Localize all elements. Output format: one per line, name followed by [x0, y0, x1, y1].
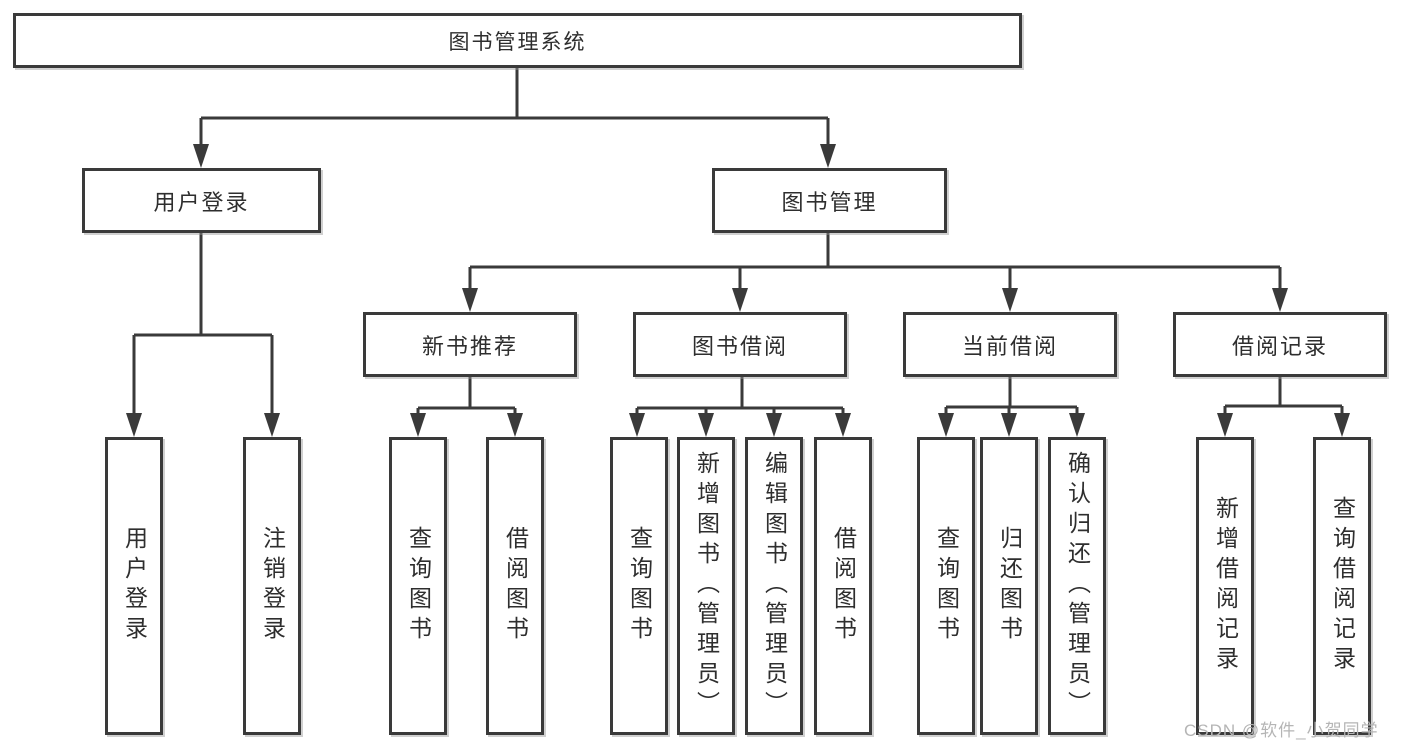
- arrowhead: [732, 288, 748, 312]
- arrowhead: [1334, 413, 1350, 437]
- arrowhead: [835, 413, 851, 437]
- node-label: 编辑图书（管理员）: [761, 451, 788, 721]
- node-label: 借阅记录: [1231, 333, 1328, 359]
- leaf-query-books-current: 查询图书: [917, 437, 975, 735]
- edge-userlogin-to-leaves: [132, 233, 274, 419]
- node-label: 查询借阅记录: [1329, 496, 1356, 676]
- node-user-login: 用户登录: [82, 168, 321, 233]
- node-label: 当前借阅: [961, 333, 1058, 359]
- node-current-borrowing: 当前借阅: [903, 312, 1117, 377]
- arrowhead: [698, 413, 714, 437]
- edge-curborrow-to-leaves: [944, 377, 1079, 419]
- arrowhead: [766, 413, 782, 437]
- node-label: 图书管理: [781, 189, 878, 215]
- node-label: 确认归还（管理员）: [1064, 451, 1091, 721]
- node-label: 借阅图书: [502, 526, 529, 646]
- node-library-management-system: 图书管理系统: [13, 13, 1022, 68]
- node-label: 新增借阅记录: [1212, 496, 1239, 676]
- node-label: 新增图书（管理员）: [693, 451, 720, 721]
- node-borrowing-records: 借阅记录: [1173, 312, 1387, 377]
- node-label: 注销登录: [259, 526, 286, 646]
- node-label: 查询图书: [626, 526, 653, 646]
- leaf-add-books-admin: 新增图书（管理员）: [677, 437, 735, 735]
- arrowhead: [410, 413, 426, 437]
- node-book-borrowing: 图书借阅: [633, 312, 847, 377]
- arrowhead: [820, 144, 836, 168]
- arrowhead: [264, 413, 280, 437]
- arrowhead: [462, 288, 478, 312]
- node-label: 用户登录: [153, 189, 250, 215]
- arrowhead: [629, 413, 645, 437]
- arrowhead: [507, 413, 523, 437]
- node-label: 借阅图书: [830, 526, 857, 646]
- edge-root-to-level2: [199, 68, 830, 150]
- edge-newbook-to-leaves: [416, 377, 517, 419]
- arrowhead: [1001, 413, 1017, 437]
- leaf-query-books-borrowing: 查询图书: [610, 437, 668, 735]
- node-new-book-recommend: 新书推荐: [363, 312, 577, 377]
- arrowhead: [1217, 413, 1233, 437]
- node-label: 查询图书: [933, 526, 960, 646]
- arrowhead: [1272, 288, 1288, 312]
- node-label: 用户登录: [121, 526, 148, 646]
- node-label: 归还图书: [996, 526, 1023, 646]
- leaf-query-borrow-record: 查询借阅记录: [1313, 437, 1371, 735]
- leaf-add-borrow-record: 新增借阅记录: [1196, 437, 1254, 735]
- node-label: 查询图书: [405, 526, 432, 646]
- edge-bookborrow-to-leaves: [635, 377, 845, 419]
- node-book-management: 图书管理: [712, 168, 947, 233]
- leaf-edit-books-admin: 编辑图书（管理员）: [745, 437, 803, 735]
- arrowhead: [1002, 288, 1018, 312]
- node-label: 图书借阅: [691, 333, 788, 359]
- leaf-user-login: 用户登录: [105, 437, 163, 735]
- leaf-logout: 注销登录: [243, 437, 301, 735]
- edge-bookmgmt-to-level3: [468, 233, 1282, 294]
- leaf-confirm-return-admin: 确认归还（管理员）: [1048, 437, 1106, 735]
- node-label: 新书推荐: [421, 333, 518, 359]
- arrowhead: [193, 144, 209, 168]
- leaf-return-books: 归还图书: [980, 437, 1038, 735]
- node-label: 图书管理系统: [448, 30, 587, 54]
- leaf-borrow-books: 借阅图书: [814, 437, 872, 735]
- leaf-query-books-recommend: 查询图书: [389, 437, 447, 735]
- csdn-watermark: CSDN @软件_小贺同学: [1184, 721, 1379, 740]
- edge-borrowrec-to-leaves: [1223, 377, 1344, 419]
- leaf-borrow-books-recommend: 借阅图书: [486, 437, 544, 735]
- arrowhead: [1069, 413, 1085, 437]
- arrowhead: [938, 413, 954, 437]
- arrowhead: [126, 413, 142, 437]
